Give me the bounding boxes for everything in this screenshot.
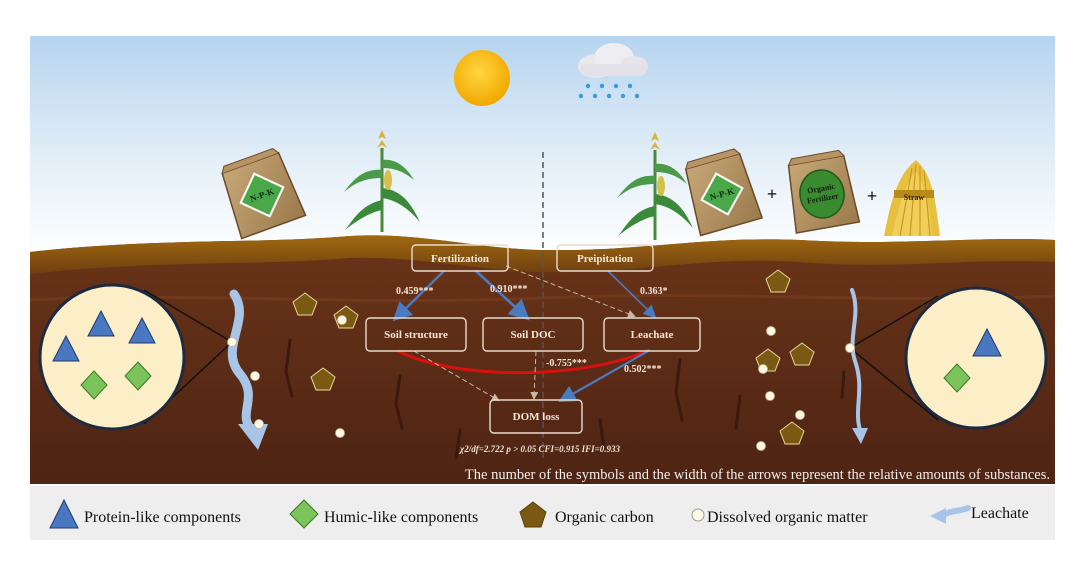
model-fit-stats: χ2/df=2.722 p > 0.05 CFI=0.915 IFI=0.933 bbox=[458, 444, 620, 454]
organic-fertilizer-bag: Organic Fertilizer bbox=[787, 149, 861, 234]
coef-fert-structure: 0.459*** bbox=[396, 286, 434, 297]
node-dom-loss-box bbox=[489, 399, 583, 434]
legend-organic-carbon-icon bbox=[519, 501, 547, 528]
straw-label: Straw bbox=[904, 193, 925, 202]
dom-icon bbox=[250, 371, 260, 381]
protein-like-icon bbox=[52, 334, 80, 362]
humic-like-icon bbox=[943, 363, 971, 393]
npk-fertilizer-bag-left: N-P-K bbox=[221, 147, 307, 240]
humic-like-icon bbox=[80, 370, 108, 400]
magnified-view-right bbox=[904, 286, 1048, 430]
rain-cloud-icon bbox=[578, 43, 648, 99]
path-coefficients: 0.459*** 0.910*** 0.363* -0.755*** 0.502… bbox=[396, 284, 668, 375]
node-fertilization-box bbox=[411, 244, 509, 272]
legend-dom-label: Dissolved organic matter bbox=[707, 509, 868, 526]
sky-background bbox=[30, 36, 1055, 256]
coef-structure-leachate: -0.755*** bbox=[546, 358, 587, 369]
node-precipitation: Preipitation bbox=[577, 253, 633, 265]
node-fertilization: Fertilization bbox=[431, 253, 489, 265]
figure-caption: The number of the symbols and the width … bbox=[465, 467, 1050, 483]
npk-fertilizer-bag-right: N-P-K bbox=[684, 148, 764, 237]
legend: Protein-like components Humic-like compo… bbox=[49, 498, 1029, 529]
organic-carbon-icon bbox=[310, 367, 336, 391]
dom-icon bbox=[758, 364, 768, 374]
node-soil-structure: Soil structure bbox=[384, 329, 448, 341]
dom-icon bbox=[254, 419, 264, 429]
dom-icon bbox=[227, 337, 237, 347]
protein-like-icon bbox=[128, 316, 156, 344]
dom-icon bbox=[335, 428, 345, 438]
sem-node-labels: Fertilization Preipitation Soil structur… bbox=[384, 253, 673, 423]
coef-leachate-domloss: 0.502*** bbox=[624, 364, 662, 375]
node-soil-structure-box bbox=[365, 317, 467, 352]
coef-precip-leachate: 0.363* bbox=[640, 286, 668, 297]
legend-leachate-icon bbox=[930, 505, 971, 524]
magnified-view-left bbox=[38, 283, 186, 431]
corn-plant-right bbox=[617, 132, 693, 240]
legend-organic-carbon-label: Organic carbon bbox=[555, 509, 654, 526]
legend-humic-icon bbox=[289, 499, 319, 529]
dom-icon bbox=[766, 326, 776, 336]
legend-dom-icon bbox=[691, 508, 705, 522]
dom-icon bbox=[765, 391, 775, 401]
sem-nodes bbox=[365, 244, 701, 434]
sun-icon bbox=[454, 50, 510, 106]
dom-icon bbox=[845, 343, 855, 353]
node-soil-doc: Soil DOC bbox=[511, 329, 556, 341]
legend-leachate-label: Leachate bbox=[971, 505, 1029, 522]
node-leachate: Leachate bbox=[631, 329, 674, 341]
dom-icon bbox=[756, 441, 766, 451]
leachate-flow-right bbox=[850, 288, 868, 444]
straw-bundle-icon: Straw bbox=[884, 160, 940, 237]
dom-icon bbox=[337, 315, 347, 325]
organic-carbon-icon bbox=[779, 421, 805, 445]
corn-plant-left bbox=[344, 130, 420, 232]
legend-protein-label: Protein-like components bbox=[84, 509, 241, 526]
node-dom-loss: DOM loss bbox=[513, 411, 560, 423]
dom-icon bbox=[795, 410, 805, 420]
humic-like-icon bbox=[124, 361, 152, 391]
coef-fert-doc: 0.910*** bbox=[490, 284, 528, 295]
organic-carbon-icon bbox=[789, 342, 815, 366]
node-precipitation-box bbox=[556, 244, 654, 272]
legend-humic-label: Humic-like components bbox=[324, 509, 478, 526]
plus-sign-2: + bbox=[867, 186, 877, 206]
leachate-flow-left bbox=[227, 289, 268, 450]
organic-carbon-icon bbox=[292, 292, 318, 316]
legend-protein-icon bbox=[49, 498, 79, 529]
node-soil-doc-box bbox=[482, 317, 584, 352]
node-leachate-box bbox=[603, 317, 701, 352]
dom-symbols bbox=[227, 315, 855, 451]
sem-paths bbox=[392, 265, 657, 403]
soil-layer-line bbox=[29, 293, 1056, 303]
protein-like-icon bbox=[972, 327, 1002, 357]
organic-carbon-icon bbox=[765, 269, 791, 293]
protein-like-icon bbox=[87, 309, 115, 337]
plus-sign-1: + bbox=[767, 184, 777, 204]
soil-cracks bbox=[284, 338, 846, 460]
